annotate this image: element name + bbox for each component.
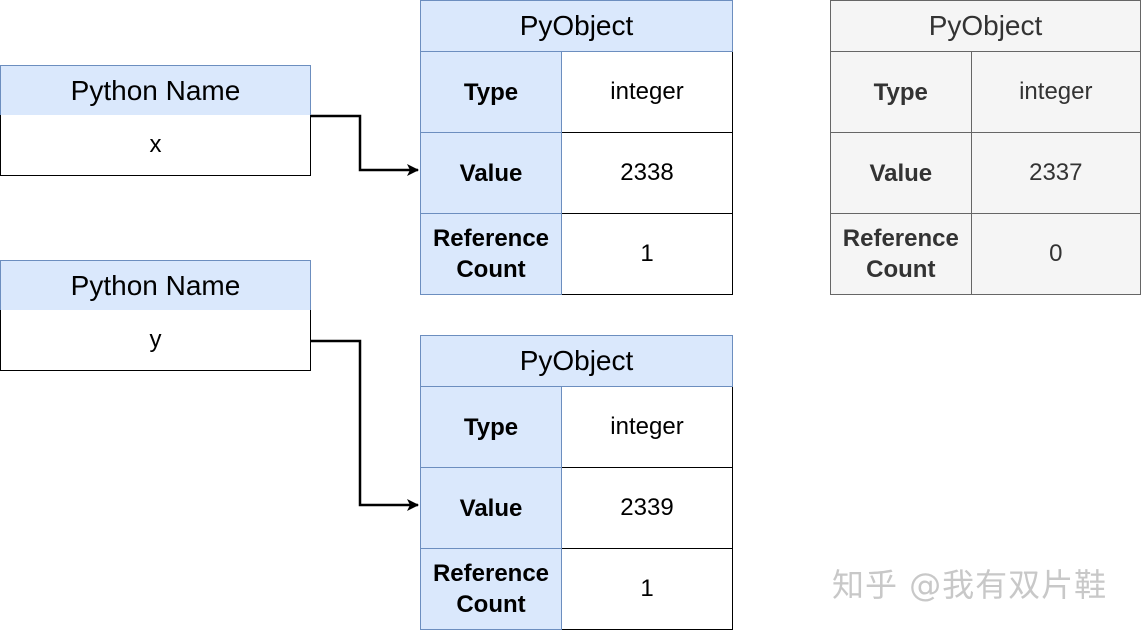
- value-label: Value: [830, 132, 972, 214]
- refcount-value: 0: [970, 213, 1141, 295]
- name-x-header: Python Name: [0, 65, 311, 116]
- refcount-label-line1: Reference: [842, 225, 959, 252]
- value-label: Value: [420, 467, 562, 549]
- refcount-label-line1: Reference: [432, 225, 550, 252]
- pyobject-2339: PyObject Type integer Value 2339 Referen…: [420, 335, 733, 630]
- type-label: Type: [830, 51, 972, 133]
- type-value: integer: [970, 51, 1141, 133]
- refcount-value: 1: [561, 213, 733, 295]
- type-label: Type: [420, 51, 562, 133]
- arrow-x-to-2338: [311, 114, 419, 176]
- arrow-y-to-2339: [311, 339, 419, 511]
- refcount-label-line1: Reference: [432, 560, 550, 587]
- pyobject-title: PyObject: [420, 0, 733, 52]
- value-value: 2337: [970, 132, 1141, 214]
- pyobject-title: PyObject: [420, 335, 733, 387]
- type-value: integer: [561, 386, 733, 468]
- watermark: 知乎 @我有双片鞋: [832, 566, 1108, 604]
- value-label: Value: [420, 132, 562, 214]
- name-x-value: x: [0, 115, 311, 176]
- refcount-value: 1: [561, 548, 733, 630]
- name-y-header: Python Name: [0, 260, 311, 311]
- refcount-label-line2: Count: [456, 256, 526, 283]
- type-label: Type: [420, 386, 562, 468]
- pyobject-2337: PyObject Type integer Value 2337 Referen…: [830, 0, 1141, 295]
- name-y-value: y: [0, 310, 311, 371]
- refcount-label-line2: Count: [456, 591, 526, 618]
- value-value: 2338: [561, 132, 733, 214]
- refcount-label-line2: Count: [866, 256, 936, 283]
- pyobject-2338: PyObject Type integer Value 2338 Referen…: [420, 0, 733, 295]
- value-value: 2339: [561, 467, 733, 549]
